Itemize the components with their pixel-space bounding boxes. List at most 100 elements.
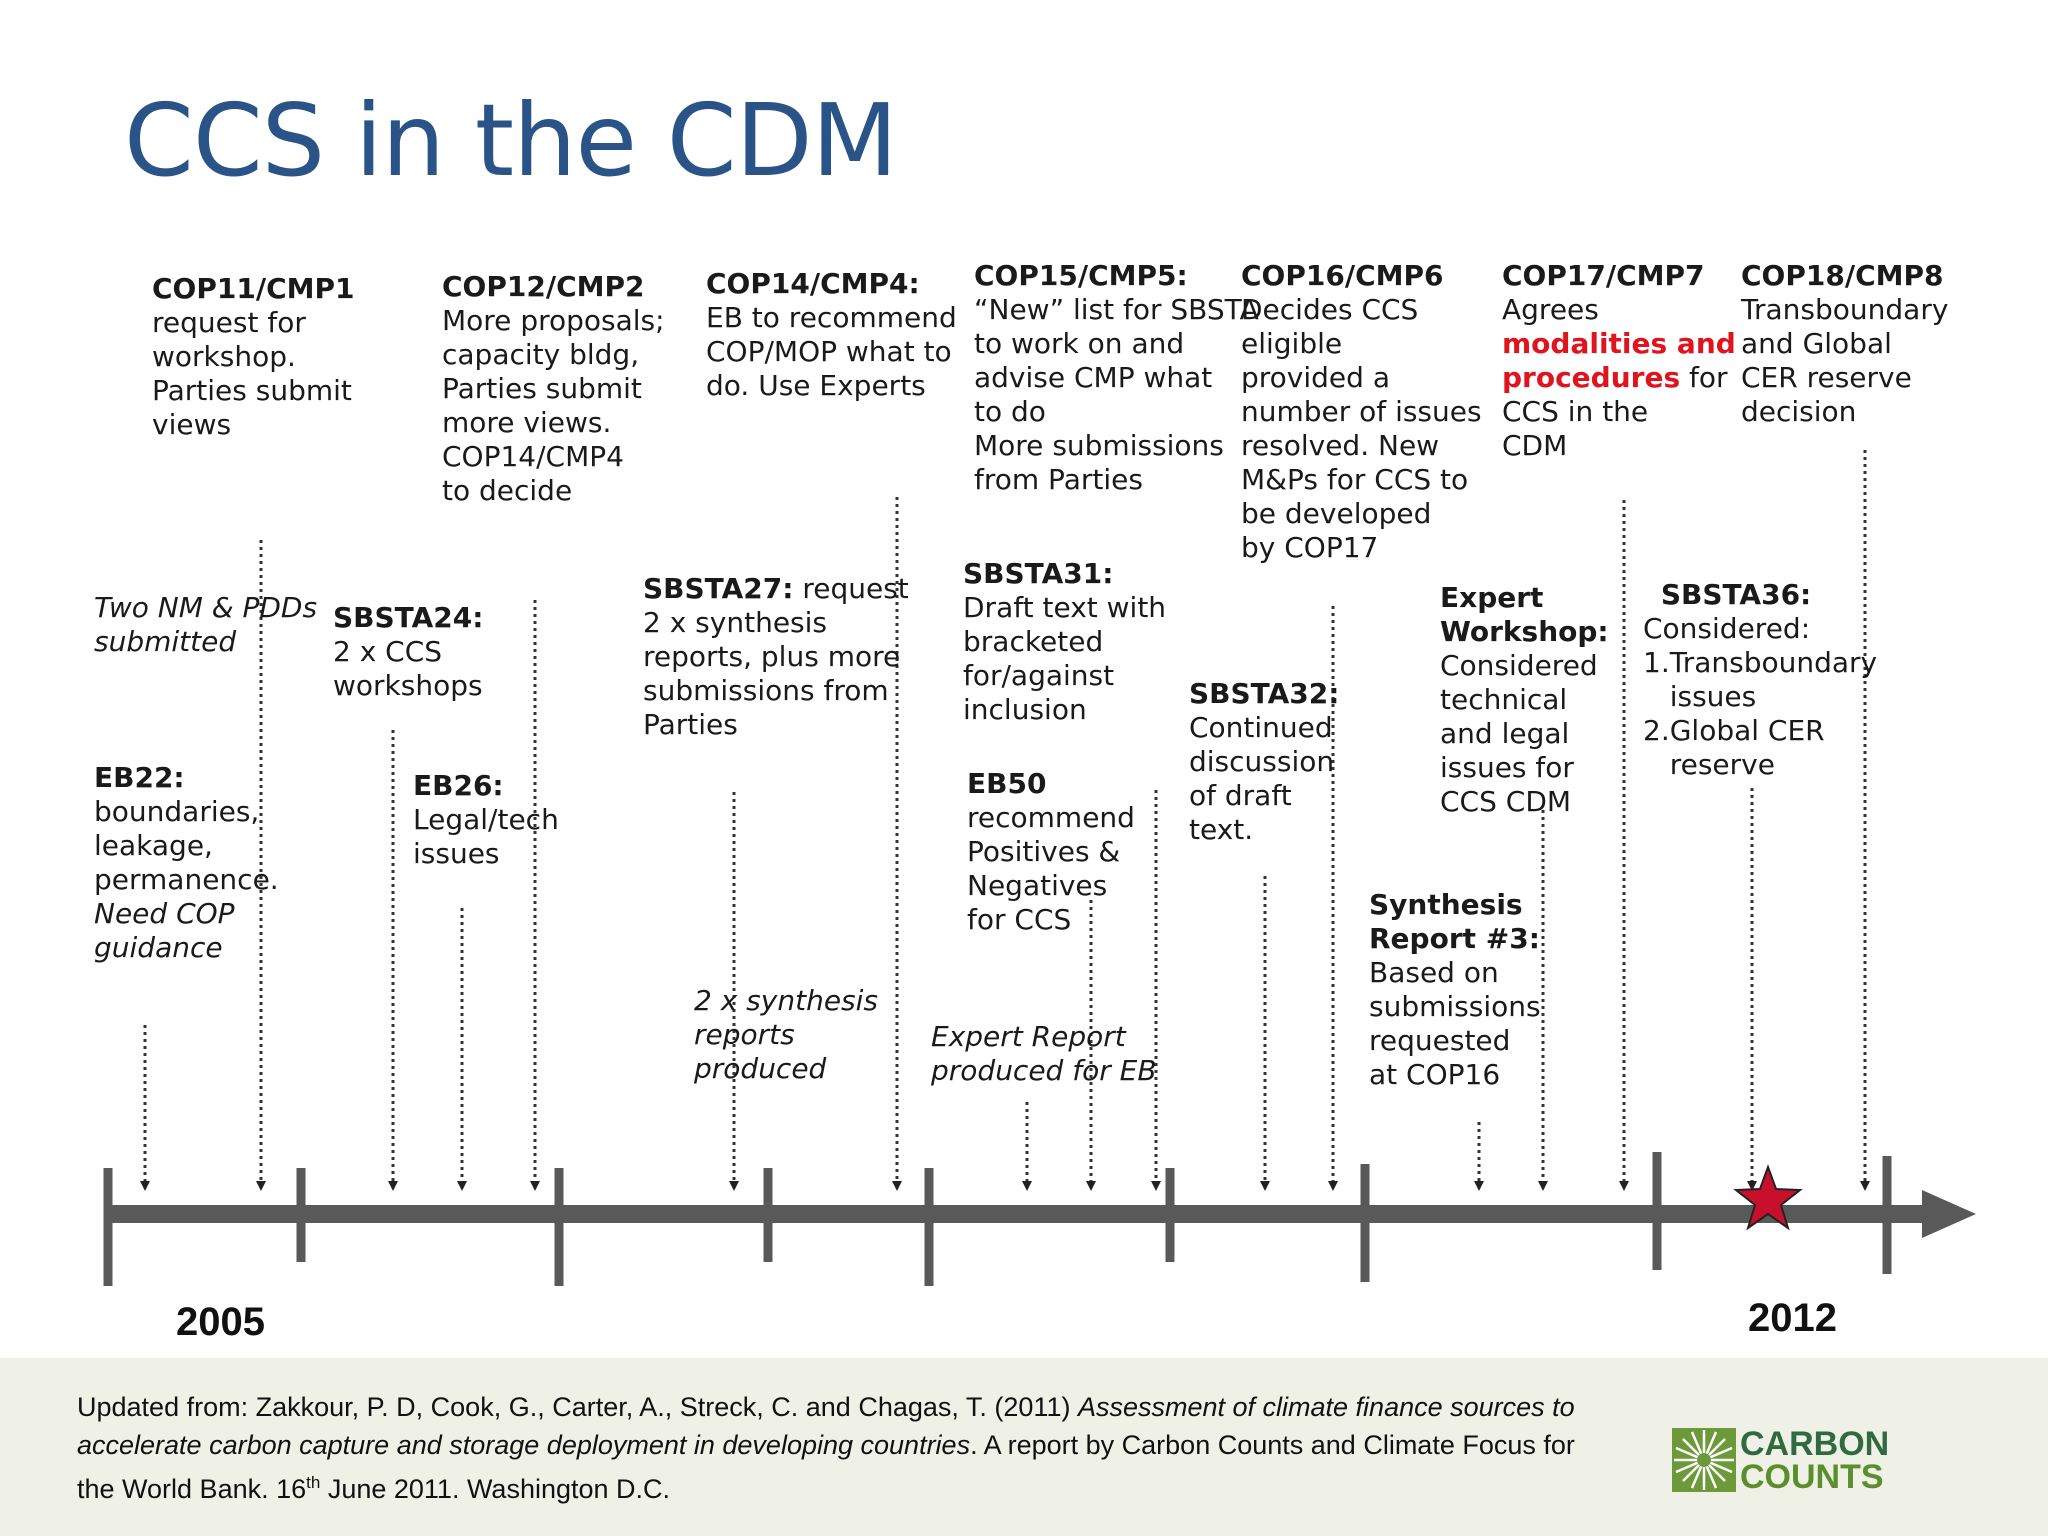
event-line: reports bbox=[694, 1018, 795, 1051]
event-sbsta36: SBSTA36:Considered:1.Transboundary issue… bbox=[1643, 544, 1877, 782]
event-line: CCS in the bbox=[1502, 395, 1649, 428]
event-line: Need COP bbox=[94, 897, 235, 930]
event-line: advise CMP what bbox=[974, 361, 1213, 394]
event-line: “New” list for SBSTA bbox=[974, 293, 1259, 326]
event-line: Considered: bbox=[1643, 612, 1811, 645]
event-line: views bbox=[152, 408, 232, 441]
event-heading: COP14/CMP4: bbox=[706, 267, 920, 300]
event-highlight: modalities and bbox=[1502, 327, 1736, 360]
event-line: technical bbox=[1440, 683, 1568, 716]
event-heading: Workshop: bbox=[1440, 615, 1609, 648]
event-line: from Parties bbox=[974, 463, 1143, 496]
event-line: requested bbox=[1369, 1024, 1511, 1057]
timeline-arrowhead bbox=[1922, 1190, 1976, 1238]
event-line: to work on and bbox=[974, 327, 1185, 360]
event-line: request bbox=[793, 572, 909, 605]
event-line: boundaries, bbox=[94, 795, 260, 828]
event-line: issues bbox=[413, 837, 500, 870]
event-heading: EB26: bbox=[413, 769, 504, 802]
event-line: reports, plus more bbox=[643, 640, 901, 673]
event-line: 2 x CCS bbox=[333, 635, 443, 668]
reference-title: accelerate carbon capture and storage de… bbox=[77, 1430, 971, 1460]
event-line: Decides CCS bbox=[1241, 293, 1419, 326]
event-line: and Global bbox=[1741, 327, 1892, 360]
event-line: submissions from bbox=[643, 674, 889, 707]
event-line: EB to recommend bbox=[706, 301, 957, 334]
event-heading: Report #3: bbox=[1369, 922, 1540, 955]
event-line: reserve bbox=[1643, 748, 1775, 781]
event-2x-synthesis: 2 x synthesis reports produced bbox=[694, 984, 878, 1086]
event-line: More proposals; bbox=[442, 304, 665, 337]
timeline-ticks bbox=[103, 1152, 1892, 1286]
event-line: Transboundary bbox=[1741, 293, 1949, 326]
event-line: do. Use Experts bbox=[706, 369, 926, 402]
logo-line: COUNTS bbox=[1740, 1458, 1884, 1496]
event-line: to decide bbox=[442, 474, 573, 507]
year-end-label: 2012 bbox=[1748, 1296, 1837, 1340]
event-line: More submissions bbox=[974, 429, 1224, 462]
event-sbsta32: SBSTA32: Continued discussion of draft t… bbox=[1189, 677, 1339, 847]
event-line: of draft bbox=[1189, 779, 1292, 812]
reference-part: . A report by Carbon Counts and Climate … bbox=[970, 1430, 1575, 1460]
event-line: number of issues bbox=[1241, 395, 1482, 428]
timeline-graphic bbox=[103, 450, 1976, 1286]
event-line: Parties bbox=[643, 708, 738, 741]
event-line: resolved. New bbox=[1241, 429, 1440, 462]
event-cop11: COP11/CMP1 request for workshop. Parties… bbox=[152, 272, 354, 442]
event-line: decision bbox=[1741, 395, 1857, 428]
event-heading: SBSTA36: bbox=[1660, 578, 1812, 611]
event-line: for bbox=[1680, 361, 1728, 394]
event-heading: Expert bbox=[1440, 581, 1544, 614]
event-expert-workshop: Expert Workshop: Considered technical an… bbox=[1440, 581, 1609, 819]
event-line: workshops bbox=[333, 669, 483, 702]
event-heading: EB50 bbox=[967, 767, 1047, 800]
reference-title: Assessment of climate finance sources to bbox=[1077, 1392, 1575, 1422]
event-line: capacity bldg, bbox=[442, 338, 640, 371]
reference-part: Updated from: Zakkour, P. D, Cook, G., C… bbox=[77, 1392, 1078, 1422]
event-cop18: COP18/CMP8 Transboundary and Global CER … bbox=[1741, 259, 1948, 429]
event-line: guidance bbox=[94, 931, 223, 964]
event-heading: COP15/CMP5: bbox=[974, 259, 1188, 292]
event-synthesis-report-3: Synthesis Report #3: Based on submission… bbox=[1369, 888, 1541, 1092]
event-line: 2.Global CER bbox=[1643, 714, 1825, 747]
event-line: request for bbox=[152, 306, 306, 339]
event-expert-report: Expert Report produced for EB bbox=[931, 1020, 1157, 1088]
event-sbsta24: SBSTA24: 2 x CCS workshops bbox=[333, 601, 483, 703]
event-cop15: COP15/CMP5: “New” list for SBSTA to work… bbox=[974, 259, 1259, 497]
event-heading: Synthesis bbox=[1369, 888, 1523, 921]
event-line: Expert Report bbox=[931, 1020, 1126, 1053]
event-line: Parties submit bbox=[442, 372, 642, 405]
event-line: for CCS bbox=[967, 903, 1072, 936]
event-line: CER reserve bbox=[1741, 361, 1912, 394]
event-nm-pdds: Two NM & PDDs submitted bbox=[94, 591, 317, 659]
event-heading: SBSTA32: bbox=[1189, 677, 1340, 710]
event-line: and legal bbox=[1440, 717, 1570, 750]
event-line: 2 x synthesis bbox=[694, 984, 878, 1017]
event-line: more views. bbox=[442, 406, 612, 439]
reference-sup: th bbox=[306, 1473, 321, 1492]
event-line: submitted bbox=[94, 625, 237, 658]
event-line: Parties submit bbox=[152, 374, 352, 407]
event-line: produced bbox=[694, 1052, 827, 1085]
event-heading: SBSTA24: bbox=[333, 601, 484, 634]
event-line: permanence. bbox=[94, 863, 279, 896]
event-line: by COP17 bbox=[1241, 531, 1379, 564]
event-cop17: COP17/CMP7 Agrees modalities and procedu… bbox=[1502, 259, 1736, 463]
event-line: Negatives bbox=[967, 869, 1108, 902]
event-line: recommend bbox=[967, 801, 1135, 834]
reference-part: the World Bank. 16 bbox=[77, 1474, 307, 1504]
event-line: produced for EB bbox=[931, 1054, 1157, 1087]
event-heading: COP17/CMP7 bbox=[1502, 259, 1705, 292]
event-line: M&Ps for CCS to bbox=[1241, 463, 1469, 496]
event-line: text. bbox=[1189, 813, 1254, 846]
event-heading: COP18/CMP8 bbox=[1741, 259, 1944, 292]
logo-wordmark: CARBON COUNTS bbox=[1740, 1427, 1889, 1496]
slide-title: CCS in the CDM bbox=[124, 82, 898, 199]
event-line: leakage, bbox=[94, 829, 213, 862]
event-line: discussion bbox=[1189, 745, 1335, 778]
event-heading: EB22: bbox=[94, 761, 185, 794]
event-line: submissions bbox=[1369, 990, 1541, 1023]
event-line: CDM bbox=[1502, 429, 1568, 462]
event-heading: COP16/CMP6 bbox=[1241, 259, 1444, 292]
event-line: Positives & bbox=[967, 835, 1121, 868]
